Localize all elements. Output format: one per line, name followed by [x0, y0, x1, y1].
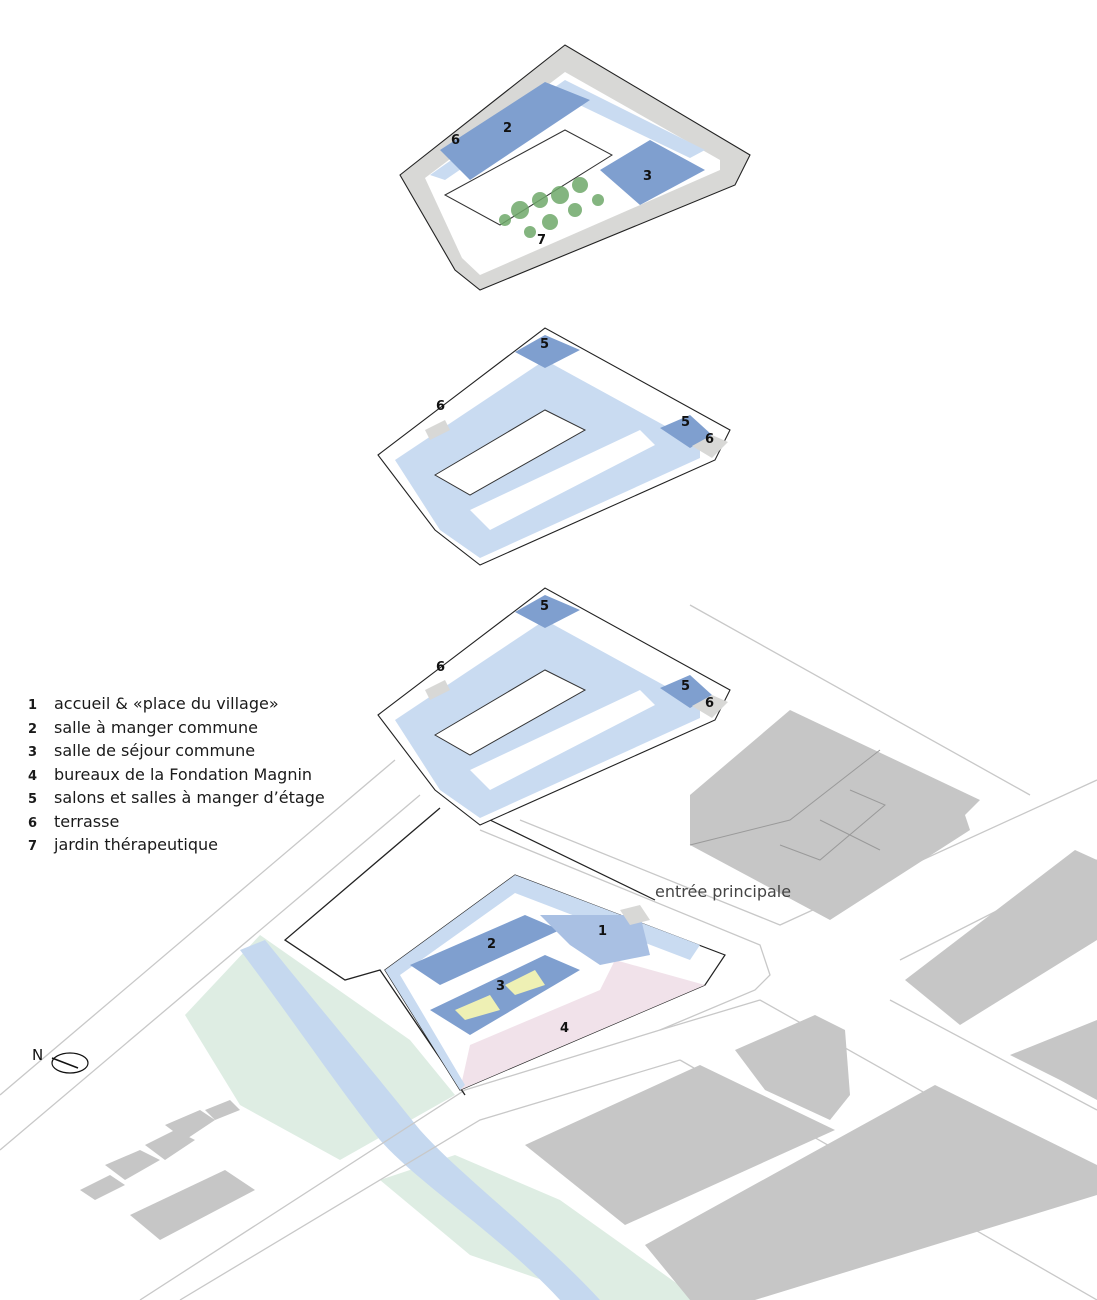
label-1: 1 — [598, 924, 607, 939]
label-6: 6 — [436, 399, 445, 414]
garden-patch — [505, 970, 545, 995]
label-5: 5 — [681, 679, 690, 694]
terrace — [620, 905, 650, 925]
river — [240, 940, 600, 1300]
label-6: 6 — [436, 660, 445, 675]
courtyard — [434, 409, 587, 496]
north-label: N — [32, 1046, 43, 1064]
courtyard — [434, 669, 587, 756]
reception-area — [540, 915, 650, 965]
label-3: 3 — [643, 169, 652, 184]
first-floor: 5 5 6 6 — [377, 587, 731, 826]
label-4: 4 — [560, 1021, 569, 1036]
parcel-outline — [283, 807, 466, 1096]
site-context — [0, 604, 1097, 1300]
north-compass: N — [32, 1046, 89, 1074]
ground-floor: 1 2 3 4 entrée principale — [384, 874, 791, 1091]
courtyard — [470, 430, 655, 530]
building-edges — [689, 749, 886, 861]
dining-room — [410, 915, 560, 985]
label-5: 5 — [540, 599, 549, 614]
terrace — [425, 680, 450, 700]
label-3: 3 — [496, 979, 505, 994]
parcel-outline — [489, 819, 656, 901]
corridor — [430, 80, 705, 180]
label-5: 5 — [681, 415, 690, 430]
lounge — [660, 675, 712, 708]
label-7: 7 — [537, 233, 546, 248]
lounge — [515, 335, 580, 368]
corridor — [395, 360, 700, 558]
lounge — [660, 415, 712, 448]
garden-trees — [499, 177, 604, 238]
label-6: 6 — [705, 696, 714, 711]
courtyard — [443, 129, 613, 226]
label-6: 6 — [705, 432, 714, 447]
terrace — [425, 420, 450, 440]
garden-patch — [455, 995, 500, 1020]
label-5: 5 — [540, 337, 549, 352]
top-floor: 6 2 3 7 — [399, 44, 751, 291]
label-6: 6 — [451, 133, 460, 148]
second-floor: 5 5 6 6 — [377, 327, 731, 566]
terrace — [692, 695, 728, 718]
corridor — [395, 620, 700, 818]
label-2: 2 — [503, 121, 512, 136]
offices-area — [460, 960, 705, 1090]
lounge — [515, 595, 580, 628]
living-room — [600, 140, 705, 205]
label-2: 2 — [487, 937, 496, 952]
entrance-label: entrée principale — [655, 882, 791, 901]
terrace — [692, 435, 728, 458]
dining-room — [440, 82, 590, 180]
courtyard — [470, 690, 655, 790]
context-buildings — [80, 710, 1097, 1300]
